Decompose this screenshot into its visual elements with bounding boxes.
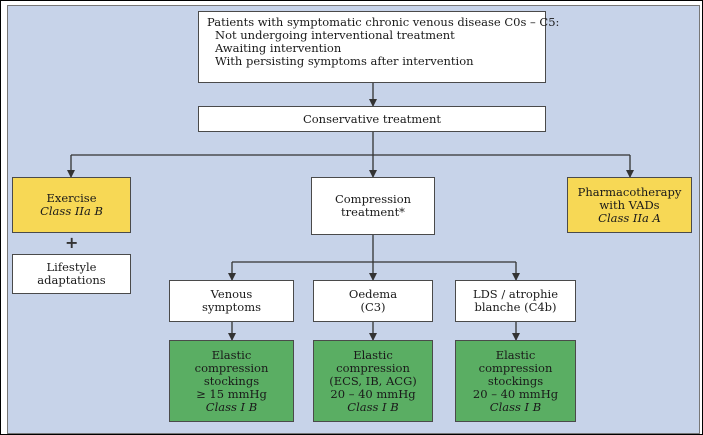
stockings-lds-line3: stockings <box>487 373 544 388</box>
venous-symptoms-box: Venous symptoms <box>169 280 294 322</box>
criterion-awaiting: Awaiting intervention <box>215 41 342 55</box>
lds-line2: blanche (C4b) <box>474 300 557 314</box>
conservative-treatment-label: Conservative treatment <box>302 111 442 126</box>
stockings-oedema-line1: Elastic <box>353 347 393 362</box>
venous-symptoms-line2: symptoms <box>201 300 262 314</box>
stockings-venous-line3: stockings <box>203 373 260 388</box>
compression-treatment-box: Compression treatment* <box>311 177 435 235</box>
venous-symptoms-line1: Venous <box>210 287 253 301</box>
stockings-oedema-class: Class I B <box>347 399 399 414</box>
pharmacotherapy-line2: with VADs <box>599 197 660 212</box>
conservative-treatment-box: Conservative treatment <box>198 106 546 132</box>
stockings-venous-line2: compression <box>194 360 269 375</box>
oedema-line2: (C3) <box>360 300 386 314</box>
stockings-oedema-line3: (ECS, IB, ACG) <box>329 373 417 388</box>
stockings-venous-line1: Elastic <box>211 347 252 362</box>
stockings-lds-box: Elastic compression stockings 20 – 40 mm… <box>455 340 576 422</box>
lifestyle-line2: adaptations <box>37 273 106 287</box>
lifestyle-line1: Lifestyle <box>46 260 97 274</box>
stockings-venous-class: Class I B <box>205 399 258 414</box>
oedema-line1: Oedema <box>348 287 398 301</box>
lds-box: LDS / atrophie blanche (C4b) <box>455 280 576 322</box>
patients-box: Patients with symptomatic chronic venous… <box>198 11 559 83</box>
patients-box-title: Patients with symptomatic chronic venous… <box>207 15 560 29</box>
pharmacotherapy-box: Pharmacotherapy with VADs Class IIa A <box>567 177 692 233</box>
stockings-lds-class: Class I B <box>489 399 542 414</box>
exercise-box: Exercise Class IIa B <box>12 177 131 233</box>
pharmacotherapy-class: Class IIa A <box>598 210 661 225</box>
criterion-persisting: With persisting symptoms after intervent… <box>215 54 474 68</box>
lds-line1: LDS / atrophie <box>472 287 559 301</box>
plus-sign: + <box>65 233 79 252</box>
criterion-not-undergoing: Not undergoing interventional treatment <box>215 28 455 42</box>
exercise-title: Exercise <box>46 191 97 205</box>
stockings-oedema-line2: compression <box>336 360 410 375</box>
oedema-box: Oedema (C3) <box>313 280 433 322</box>
compression-line2: treatment* <box>341 205 405 219</box>
stockings-lds-line2: compression <box>478 360 553 375</box>
lifestyle-box: Lifestyle adaptations <box>12 254 131 294</box>
pharmacotherapy-line1: Pharmacotherapy <box>577 184 682 199</box>
stockings-venous-pressure: ≥ 15 mmHg <box>196 386 267 401</box>
stockings-oedema-pressure: 20 – 40 mmHg <box>330 386 416 401</box>
stockings-lds-pressure: 20 – 40 mmHg <box>472 386 559 401</box>
exercise-class: Class IIa B <box>40 204 103 218</box>
compression-line1: Compression <box>334 192 412 206</box>
stockings-lds-line1: Elastic <box>495 347 536 362</box>
stockings-oedema-box: Elastic compression (ECS, IB, ACG) 20 – … <box>313 340 433 422</box>
stockings-venous-box: Elastic compression stockings ≥ 15 mmHg … <box>169 340 294 422</box>
